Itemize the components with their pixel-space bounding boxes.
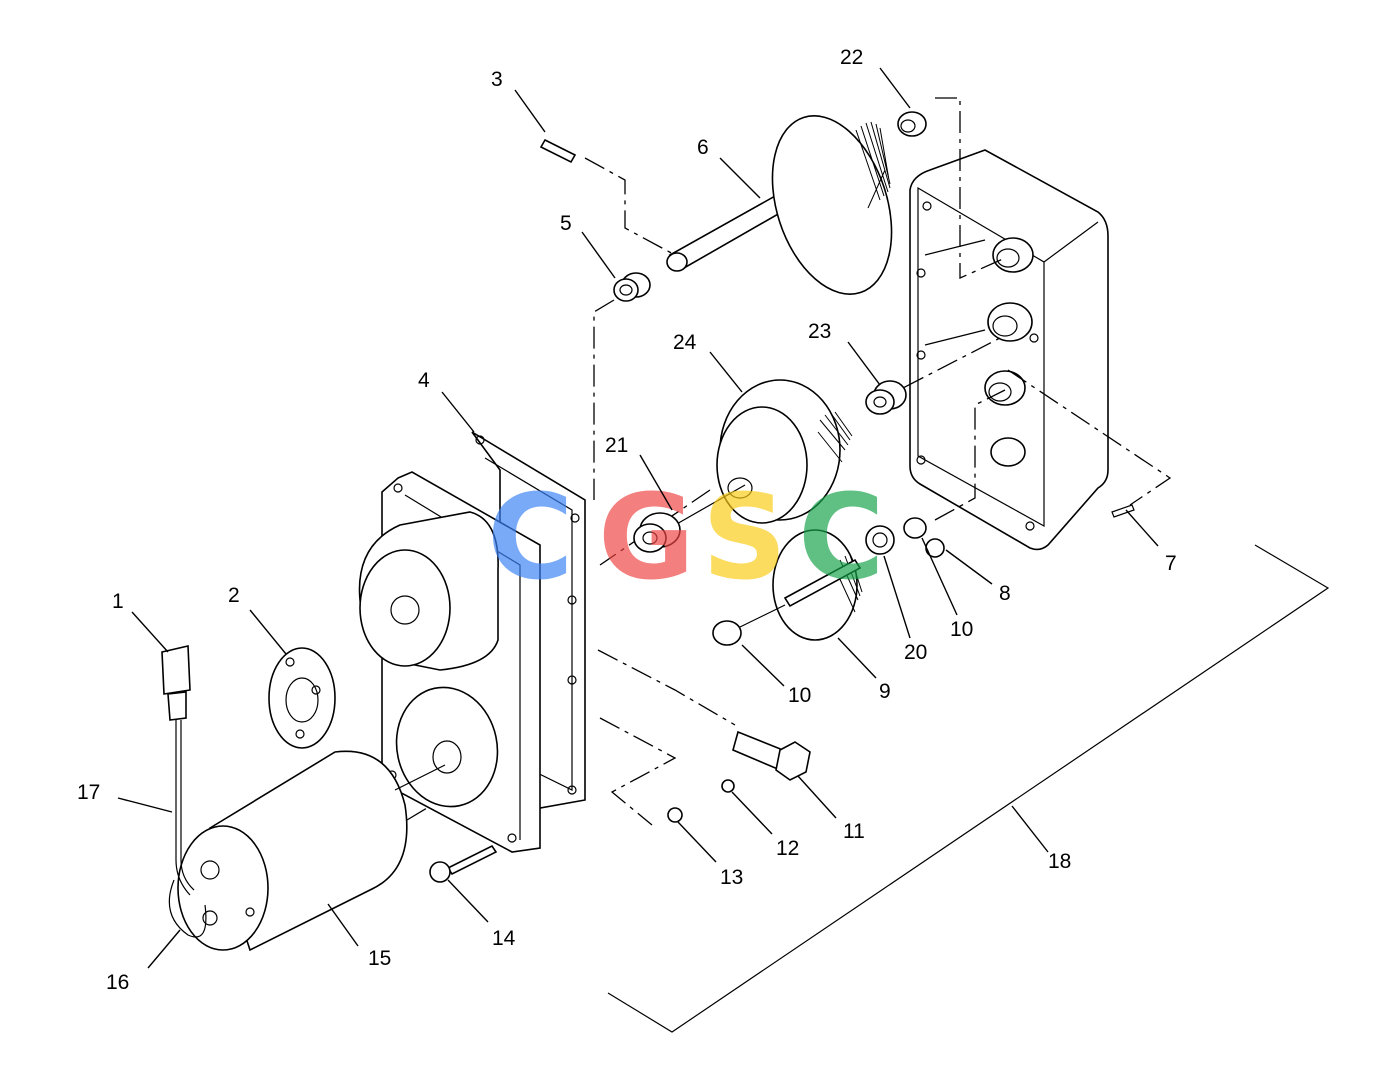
callout-4: 4 [418,369,430,392]
callout-24: 24 [673,331,697,354]
watermark-letter-s: S [702,468,787,606]
watermark-letter-c2: C [798,468,885,606]
bushing-21 [633,512,681,553]
callout-18: 18 [1048,850,1071,873]
pin-7 [1111,504,1135,518]
bolt-11 [732,730,811,781]
assembly-bracket [607,544,1330,1033]
wire-harness [161,645,207,938]
callout-21: 21 [605,434,628,457]
bushing-23 [865,380,907,415]
motor-15 [177,750,446,952]
callout-13: 13 [720,866,743,889]
watermark-letter-g: G [598,468,695,606]
callout-15: 15 [368,947,391,970]
callout-20: 20 [904,641,927,664]
callout-6: 6 [697,136,709,159]
callout-10a: 10 [788,684,811,707]
callout-7: 7 [1165,552,1177,575]
callout-numbers: 1 2 3 4 5 6 7 8 9 10 10 10 11 12 13 14 1… [77,46,1177,994]
gear-shaft-6 [666,111,927,295]
callout-23: 23 [808,320,831,343]
bushing-5 [593,272,651,500]
callout-5: 5 [560,212,572,235]
washers-and-screw [429,779,735,883]
gear-9 [712,517,945,646]
gear-housing [909,149,1109,551]
callout-17: 17 [77,781,100,804]
callout-2: 2 [228,584,240,607]
callout-14: 14 [492,927,516,950]
callout-8: 8 [999,582,1011,605]
watermark-letter-c1: C [487,468,574,606]
callout-leaders [117,67,1159,969]
watermark: C G S C [487,468,885,606]
callout-1: 1 [112,590,124,613]
callout-9: 9 [879,680,891,703]
pin-3 [539,138,676,256]
callout-3: 3 [491,68,503,91]
callout-22: 22 [840,46,863,69]
gear-24 [639,379,853,546]
callout-12: 12 [776,837,799,860]
callout-10b: 10 [950,618,973,641]
callout-16: 16 [106,971,129,994]
callout-11: 11 [843,820,865,843]
cover-plate-2 [268,647,336,749]
